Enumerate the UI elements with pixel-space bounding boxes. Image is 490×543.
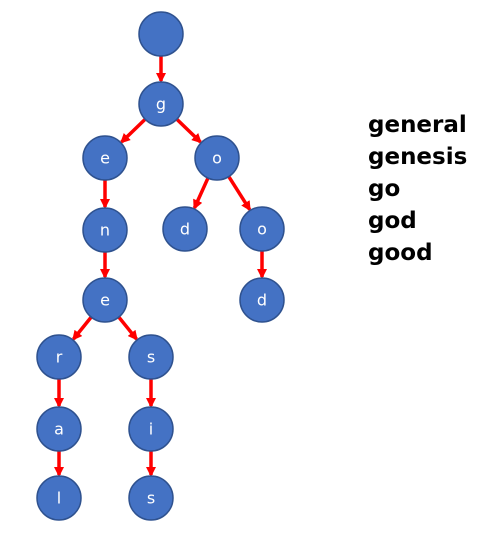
node-label: i xyxy=(149,420,153,439)
node-circle xyxy=(36,475,82,521)
node-label: o xyxy=(257,220,267,239)
node-label: d xyxy=(257,291,267,310)
word-item: god xyxy=(368,208,417,234)
node-circle xyxy=(138,81,184,127)
trie-node-root xyxy=(138,11,184,57)
trie-edges xyxy=(54,56,267,477)
node-label: n xyxy=(100,221,110,240)
trie-node-gener: r xyxy=(36,334,82,380)
node-circle xyxy=(128,334,174,380)
trie-node-genera: a xyxy=(36,406,82,452)
edge-arrow-g-ge xyxy=(120,118,147,144)
edge-arrow-gene-genes xyxy=(117,316,138,341)
trie-nodes: g e o n d o e d r s a i l s xyxy=(36,11,285,521)
node-label: l xyxy=(57,489,61,508)
edge-arrow-go-goo xyxy=(227,175,252,212)
trie-node-genesis: s xyxy=(128,475,174,521)
word-item: genesis xyxy=(368,144,468,170)
node-circle xyxy=(128,406,174,452)
node-label: d xyxy=(180,220,190,239)
node-circle xyxy=(194,135,240,181)
node-circle xyxy=(36,406,82,452)
word-item: general xyxy=(368,112,467,138)
trie-node-go: o xyxy=(194,135,240,181)
word-item: good xyxy=(368,240,433,266)
node-label: s xyxy=(147,489,155,508)
node-circle xyxy=(82,135,128,181)
node-circle xyxy=(239,206,285,252)
edge-arrow-g-go xyxy=(175,118,202,144)
node-circle xyxy=(128,475,174,521)
trie-node-gen: n xyxy=(82,207,128,253)
trie-node-general: l xyxy=(36,475,82,521)
node-label: g xyxy=(156,95,166,114)
node-label: e xyxy=(100,149,110,168)
edge-arrow-gene-gener xyxy=(72,316,93,341)
word-item: go xyxy=(368,176,401,202)
trie-node-ge: e xyxy=(82,135,128,181)
node-circle xyxy=(138,11,184,57)
node-label: r xyxy=(56,348,63,367)
node-circle xyxy=(82,207,128,253)
trie-node-gene: e xyxy=(82,277,128,323)
node-label: a xyxy=(54,420,64,439)
trie-node-god: d xyxy=(162,206,208,252)
trie-node-g: g xyxy=(138,81,184,127)
node-label: e xyxy=(100,291,110,310)
trie-node-goo: o xyxy=(239,206,285,252)
word-list: general genesis go god good xyxy=(368,109,467,269)
node-circle xyxy=(239,277,285,323)
trie-node-genesi: i xyxy=(128,406,174,452)
edge-arrow-go-god xyxy=(192,177,210,210)
trie-node-genes: s xyxy=(128,334,174,380)
trie-node-good: d xyxy=(239,277,285,323)
node-circle xyxy=(82,277,128,323)
node-label: o xyxy=(212,149,222,168)
node-circle xyxy=(36,334,82,380)
node-circle xyxy=(162,206,208,252)
node-label: s xyxy=(147,348,155,367)
